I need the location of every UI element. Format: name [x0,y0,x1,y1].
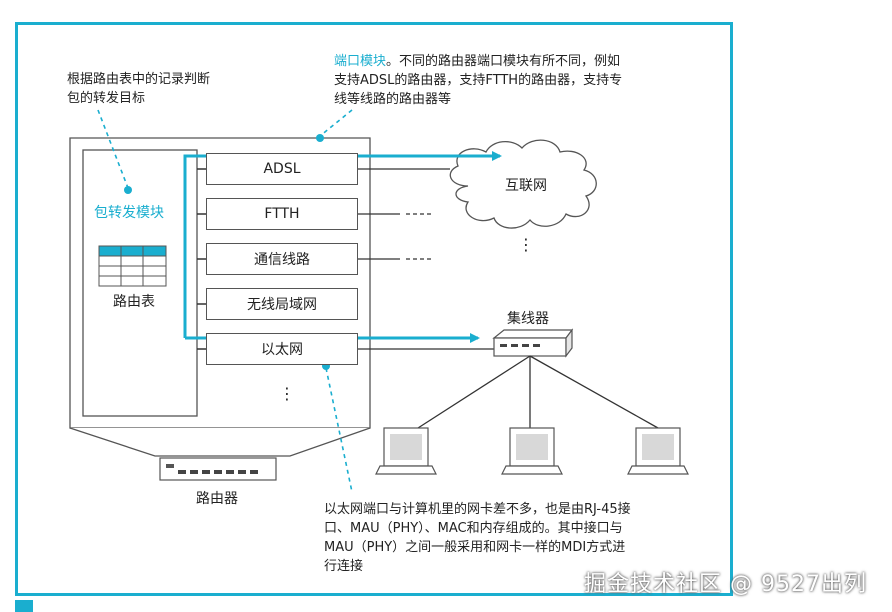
frame-corner-accent [15,600,33,612]
routing-table-icon [98,245,167,287]
port-adsl: ADSL [206,153,358,185]
hub-device [492,328,574,358]
port-wireless-lan: 无线局域网 [206,288,358,320]
port-leased-line: 通信线路 [206,243,358,275]
port-module-note-text: 。不同的路由器端口模块有所不同，例如 [386,54,621,69]
ethernet-note: 以太网端口与计算机里的网卡差不多，也是由RJ-45接 口、MAU（PHY）、MA… [324,500,631,576]
internet-cloud [449,139,597,229]
forwarding-module-label: 包转发模块 [94,205,164,221]
ethernet-note-line: 以太网端口与计算机里的网卡差不多，也是由RJ-45接 [324,502,631,517]
ethernet-note-line: MAU（PHY）之间一般采用和网卡一样的MDI方式进 [324,540,626,555]
hub-label: 集线器 [507,311,549,327]
top-left-note: 根据路由表中的记录判断 包的转发目标 [67,70,210,108]
top-left-note-line: 包的转发目标 [67,91,146,106]
port-ftth: FTTH [206,198,358,230]
port-external-lines [358,168,494,350]
router-label: 路由器 [196,491,238,507]
routing-table-label: 路由表 [113,294,155,310]
computer-2 [501,427,563,475]
port-module-note-line: 支持ADSL的路由器，支持FTTH的路由器，支持专 [334,73,623,88]
callout-lines [97,109,353,493]
watermark: 掘金技术社区 @ 9527出列 [584,572,867,597]
internet-more-ellipsis: ⋮ [518,235,534,254]
top-left-note-line: 根据路由表中的记录判断 [67,72,211,87]
port-ethernet: 以太网 [206,333,358,365]
diagram-frame [15,22,733,596]
port-module-note: 端口模块。不同的路由器端口模块有所不同，例如 支持ADSL的路由器，支持FTTH… [334,52,622,109]
computer-3 [627,427,689,475]
port-connectors [197,168,206,350]
port-module-highlight: 端口模块 [334,54,387,69]
internet-label: 互联网 [505,178,547,194]
hub-cables [417,355,659,429]
ethernet-note-line: 行连接 [324,559,364,574]
ports-more-ellipsis: ⋮ [279,384,295,403]
computer-1 [375,427,437,475]
router-device-icon [159,457,277,481]
ethernet-note-line: 口、MAU（PHY）、MAC和内存组成的。其中接口与 [324,521,623,536]
port-module-note-line: 端口模块。不同的路由器端口模块有所不同，例如 [334,52,622,71]
port-module-note-line: 线等线路的路由器等 [334,92,452,107]
